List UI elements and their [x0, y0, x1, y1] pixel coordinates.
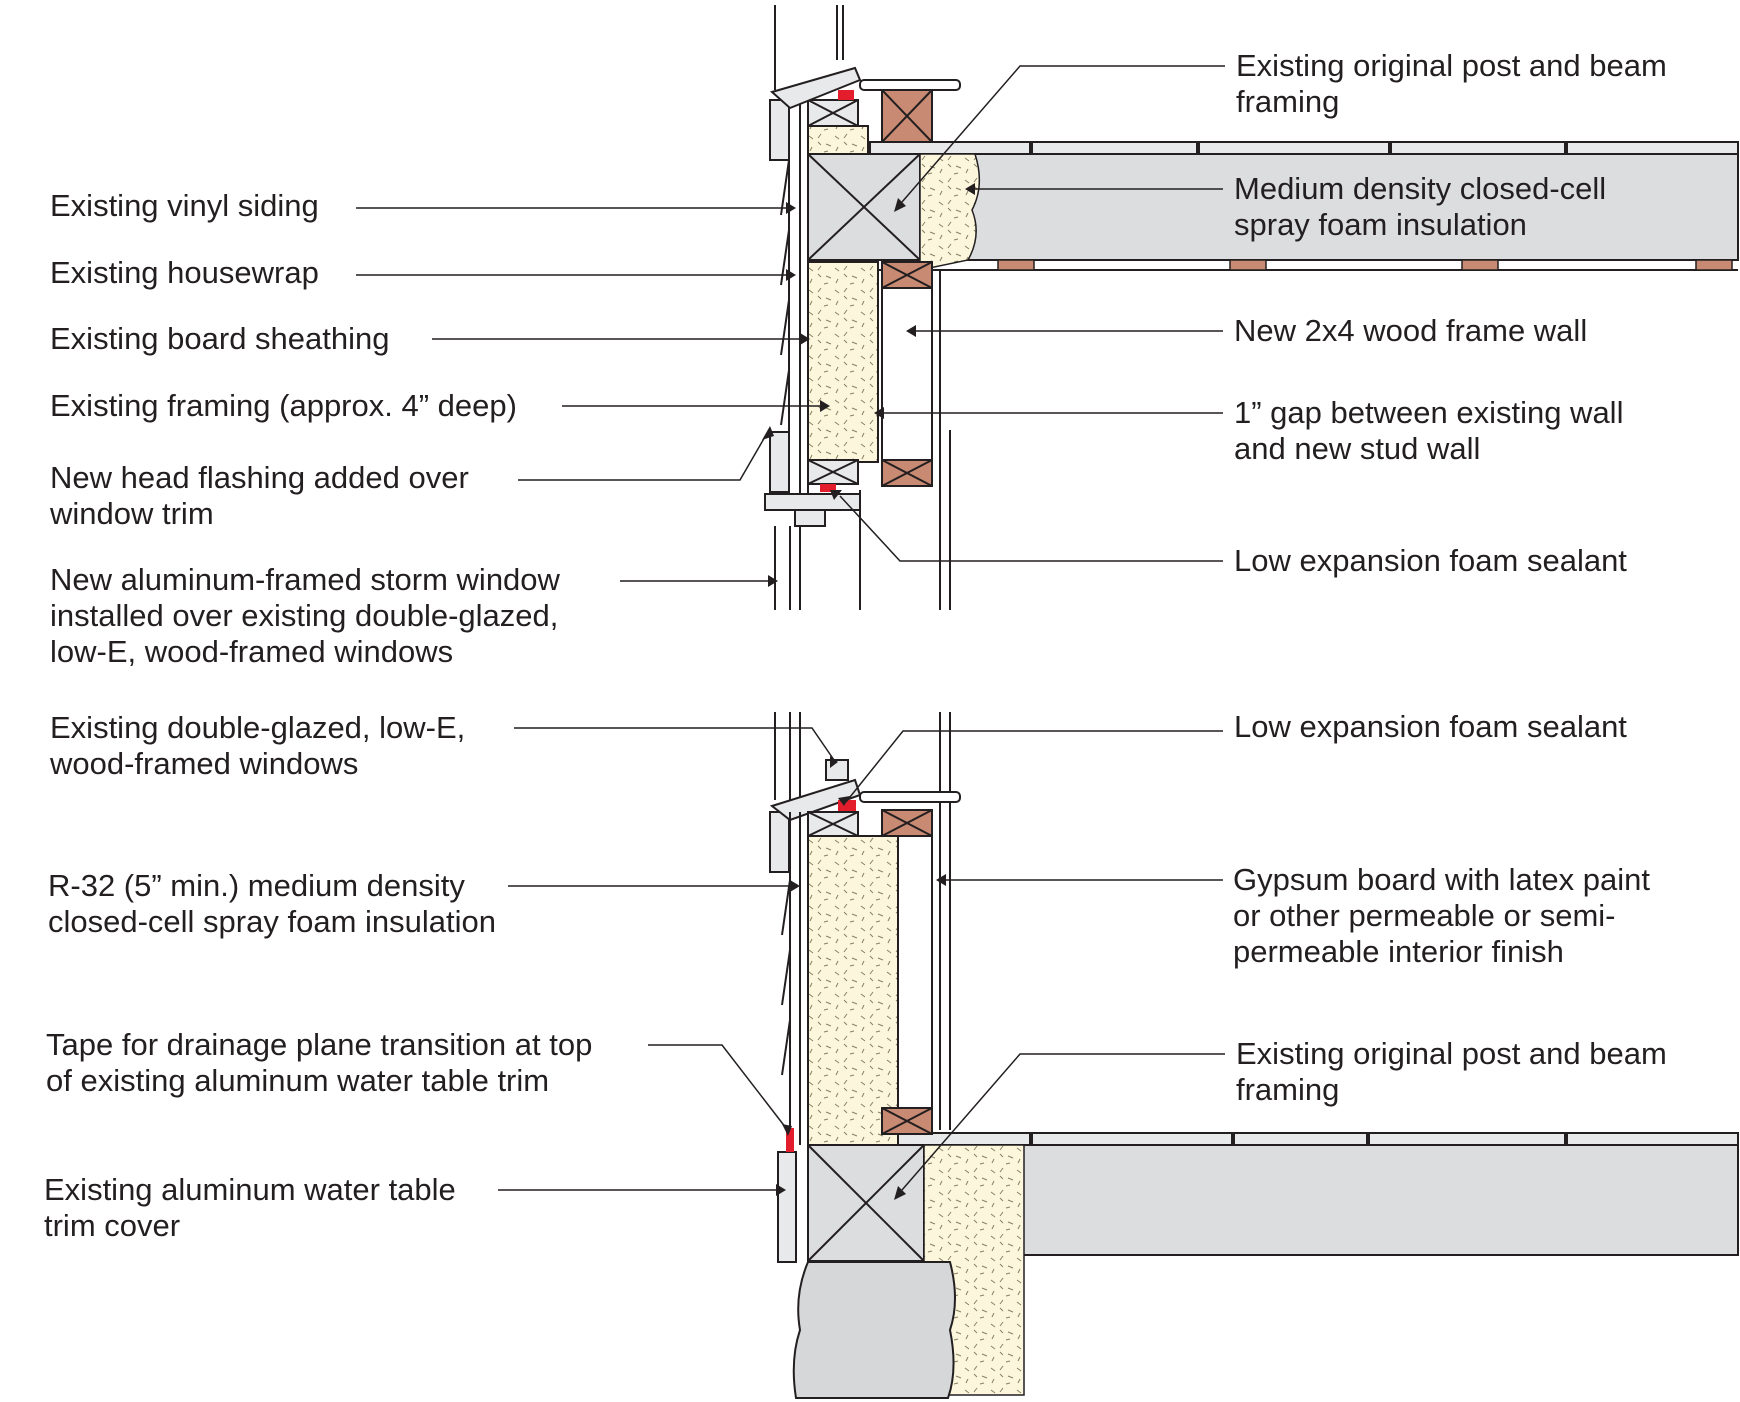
label-housewrap: Existing housewrap: [50, 255, 319, 290]
plates-top: [807, 99, 859, 485]
label-drainage-tape: Tape for drainage plane transition at to…: [46, 1027, 593, 1098]
window-sill-top: [764, 431, 861, 610]
bottom-detail: [769, 712, 1739, 1399]
spray-foam-top-pocket: [919, 153, 981, 271]
leader-arrowheads: [762, 183, 975, 1200]
ceiling-strapping: [997, 259, 1733, 271]
label-existing-windows: Existing double-glazed, low-E,wood-frame…: [50, 710, 466, 781]
subfloor-boards-bottom: [869, 1132, 1739, 1146]
water-table-trim-shape: [777, 1151, 797, 1263]
label-foam-sealant-top: Low expansion foam sealant: [1234, 543, 1627, 578]
window-head-top: [769, 5, 961, 161]
leader-lines: [356, 65, 1225, 1191]
sealant-top-2: [820, 484, 836, 492]
drainage-tape-shape: [786, 1128, 794, 1152]
label-existing-framing: Existing framing (approx. 4” deep): [50, 388, 517, 423]
label-vinyl-siding: Existing vinyl siding: [50, 188, 319, 223]
label-new-2x4-wall: New 2x4 wood frame wall: [1234, 313, 1588, 348]
wall-foam-bottom: [807, 835, 899, 1147]
new-stud-wall-top: [881, 89, 951, 610]
wall-foam-upper: [807, 125, 869, 155]
sealant-top-1: [838, 90, 854, 100]
wall-foam-top: [807, 261, 879, 463]
label-board-sheathing: Existing board sheathing: [50, 321, 390, 356]
window-sill-bottom: [769, 759, 961, 873]
label-foam-sealant-bottom: Low expansion foam sealant: [1234, 709, 1627, 744]
new-stud-wall-bottom: [881, 809, 933, 1135]
foundation-wall: [792, 1261, 956, 1399]
subfloor-boards-top: [869, 141, 1739, 155]
